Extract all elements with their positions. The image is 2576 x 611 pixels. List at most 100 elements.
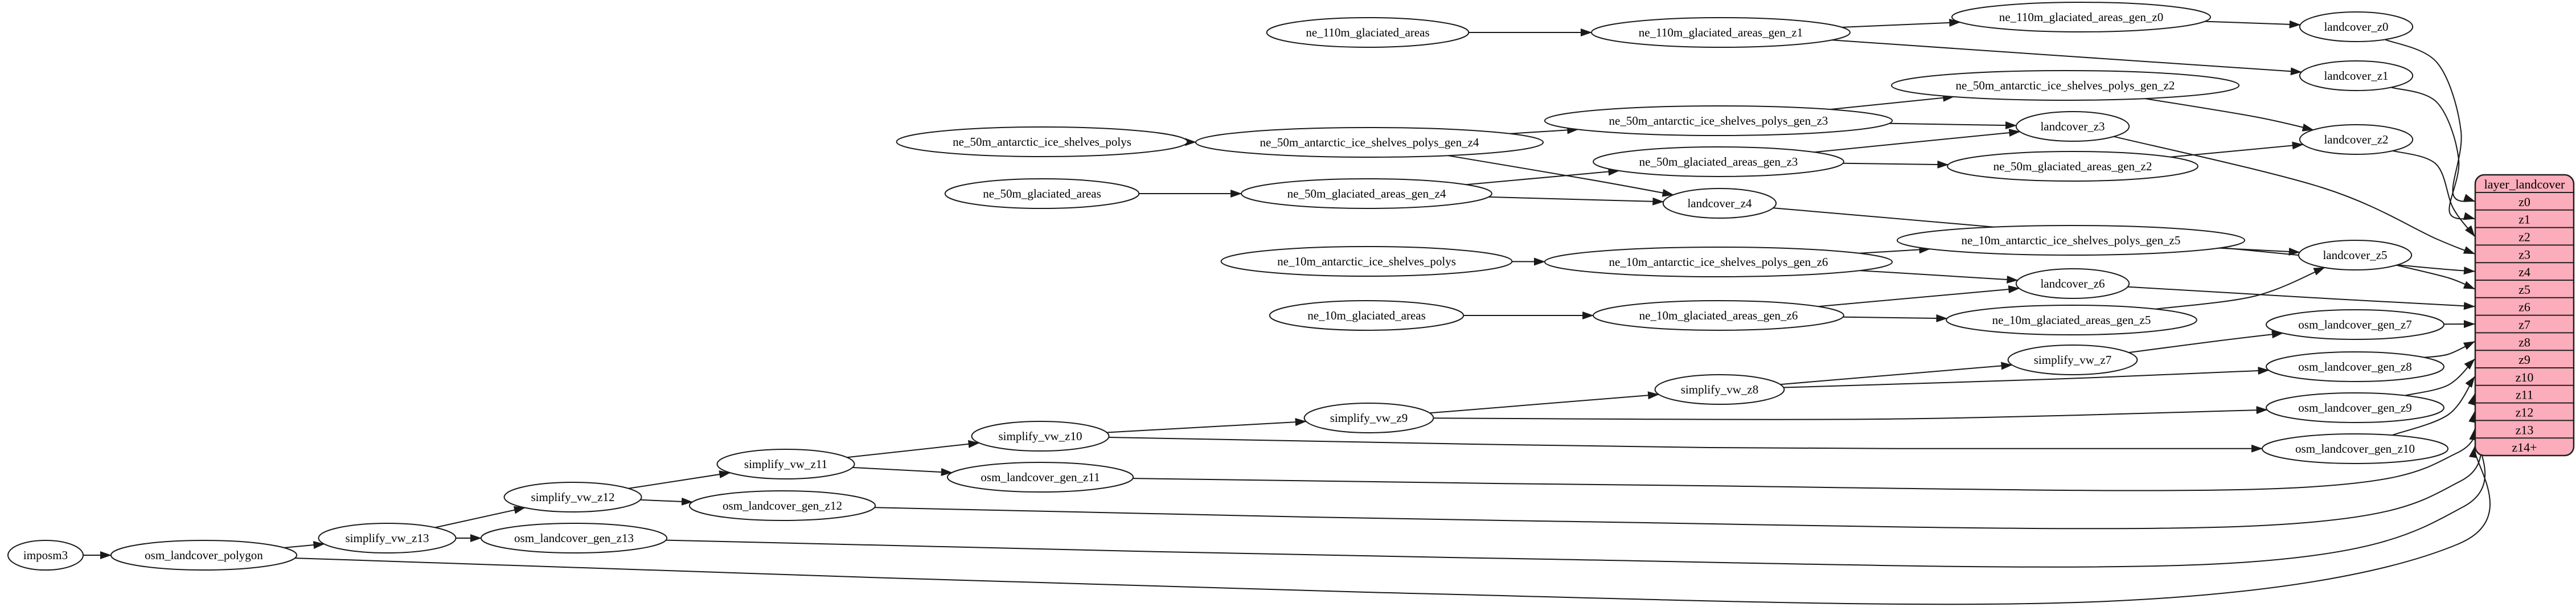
osm_landcover_polygon-label: osm_landcover_polygon [145, 548, 263, 562]
ne_110m_glaciated_areas-label: ne_110m_glaciated_areas [1306, 26, 1429, 39]
osm_landcover_gen_z10-label: osm_landcover_gen_z10 [2295, 442, 2415, 456]
node-osm_landcover_gen_z9: osm_landcover_gen_z9 [2266, 392, 2444, 423]
landcover_z6-label: landcover_z6 [2040, 277, 2105, 290]
node-ne_50m_antarctic_ice_shelves_polys_gen_z4: ne_50m_antarctic_ice_shelves_polys_gen_z… [1195, 127, 1544, 158]
edge-simplify_vw_z9-to-osm_landcover_gen_z9 [1433, 406, 2268, 420]
osm_landcover_gen_z11-label: osm_landcover_gen_z11 [981, 470, 1100, 484]
table-row-z10: z10 [2516, 370, 2534, 384]
edge-osm_landcover_gen_z10-to-layer_landcover-z10 [2392, 376, 2475, 436]
edge-ne_10m_glaciated_areas_gen_z5-to-landcover_z5 [2155, 266, 2325, 310]
ne_10m_glaciated_areas-shape [1269, 300, 1465, 331]
node-simplify_vw_z9: simplify_vw_z9 [1303, 403, 1434, 433]
simplify_vw_z10-shape [971, 421, 1110, 452]
ne_50m_glaciated_areas-label: ne_50m_glaciated_areas [983, 187, 1101, 200]
node-ne_50m_antarctic_ice_shelves_polys: ne_50m_antarctic_ice_shelves_polys [896, 126, 1188, 157]
layer-landcover-table: layer_landcoverz0z1z2z3z4z5z6z7z8z9z10z1… [2474, 174, 2575, 457]
edge-simplify_vw_z13-to-simplify_vw_z12 [434, 506, 526, 528]
node-ne_10m_antarctic_ice_shelves_polys: ne_10m_antarctic_ice_shelves_polys [1220, 246, 1513, 277]
edge-osm_landcover_gen_z13-to-layer_landcover-z13 [666, 428, 2486, 568]
ne_50m_antarctic_ice_shelves_polys_gen_z3-label: ne_50m_antarctic_ice_shelves_polys_gen_z… [1609, 114, 1828, 128]
landcover_z0-label: landcover_z0 [2324, 20, 2388, 34]
table-row-z2: z2 [2518, 230, 2530, 244]
node-landcover_z2: landcover_z2 [2299, 124, 2414, 155]
node-ne_10m_antarctic_ice_shelves_polys_gen_z6: ne_10m_antarctic_ice_shelves_polys_gen_z… [1544, 247, 1893, 277]
edge-ne_110m_glaciated_areas_gen_z1-to-landcover_z1 [1831, 39, 2302, 76]
simplify_vw_z13-shape [318, 523, 457, 553]
node-landcover_z1: landcover_z1 [2299, 60, 2414, 91]
edge-landcover_z1-to-layer_landcover-z1 [2391, 87, 2475, 220]
table-row-z11: z11 [2516, 388, 2533, 402]
ne_50m_glaciated_areas_gen_z3-shape [1593, 146, 1844, 177]
osm_landcover_gen_z8-shape [2266, 351, 2444, 382]
node-simplify_vw_z8: simplify_vw_z8 [1654, 374, 1785, 405]
edge-ne_10m_glaciated_areas_gen_z6-to-landcover_z6 [1818, 285, 2020, 307]
simplify_vw_z8-shape [1654, 374, 1785, 405]
node-ne_110m_glaciated_areas_gen_z1: ne_110m_glaciated_areas_gen_z1 [1591, 17, 1851, 48]
edge-simplify_vw_z8-to-osm_landcover_gen_z8 [1783, 366, 2270, 388]
simplify_vw_z11-shape [716, 449, 855, 479]
node-osm_landcover_polygon: osm_landcover_polygon [110, 540, 298, 571]
ne_10m_antarctic_ice_shelves_polys_gen_z6-label: ne_10m_antarctic_ice_shelves_polys_gen_z… [1609, 255, 1828, 269]
node-ne_50m_glaciated_areas_gen_z3: ne_50m_glaciated_areas_gen_z3 [1593, 146, 1844, 177]
ne_10m_glaciated_areas_gen_z6-shape [1593, 300, 1844, 331]
edge-ne_50m_glaciated_areas_gen_z2-to-landcover_z2 [2170, 141, 2304, 158]
node-osm_landcover_gen_z12: osm_landcover_gen_z12 [688, 490, 876, 521]
edge-ne_50m_glaciated_areas_gen_z4-to-landcover_z4 [1488, 196, 1664, 206]
edge-simplify_vw_z10-to-osm_landcover_gen_z10 [1109, 437, 2263, 453]
ne_50m_antarctic_ice_shelves_polys_gen_z4-shape [1195, 127, 1544, 158]
node-simplify_vw_z12: simplify_vw_z12 [503, 482, 642, 512]
ne_110m_glaciated_areas_gen_z0-label: ne_110m_glaciated_areas_gen_z0 [1999, 10, 2163, 24]
table-row-z12: z12 [2516, 405, 2534, 420]
landcover_z3-shape [2015, 111, 2130, 142]
node-ne_10m_glaciated_areas_gen_z5: ne_10m_glaciated_areas_gen_z5 [1946, 305, 2197, 335]
node-ne_110m_glaciated_areas_gen_z0: ne_110m_glaciated_areas_gen_z0 [1951, 2, 2211, 32]
edge-ne_10m_antarctic_ice_shelves_polys_gen_z6-to-ne_10m_antarctic_ice_shelves_polys_gen_z5 [1859, 245, 1931, 254]
ne_10m_antarctic_ice_shelves_polys-shape [1220, 246, 1513, 277]
simplify_vw_z12-label: simplify_vw_z12 [531, 490, 615, 504]
node-ne_50m_glaciated_areas: ne_50m_glaciated_areas [944, 178, 1140, 209]
edge-osm_landcover_polygon-to-layer_landcover-z14+ [294, 446, 2491, 605]
node-ne_10m_antarctic_ice_shelves_polys_gen_z5: ne_10m_antarctic_ice_shelves_polys_gen_z… [1896, 225, 2246, 256]
simplify_vw_z13-label: simplify_vw_z13 [346, 531, 429, 545]
landcover_z2-label: landcover_z2 [2324, 133, 2388, 146]
node-landcover_z0: landcover_z0 [2299, 11, 2414, 42]
landcover_z4-shape [1662, 188, 1777, 219]
ne_50m_glaciated_areas-shape [944, 178, 1140, 209]
nodes-layer: imposm3 osm_landcover_polygon simplify_vw_… [7, 2, 2449, 571]
node-osm_landcover_gen_z8: osm_landcover_gen_z8 [2266, 351, 2444, 382]
edge-simplify_vw_z7-to-osm_landcover_gen_z7 [2128, 330, 2283, 354]
ne_110m_glaciated_areas-shape [1266, 17, 1470, 48]
edge-simplify_vw_z11-to-osm_landcover_gen_z11 [852, 467, 953, 477]
osm_landcover_gen_z8-label: osm_landcover_gen_z8 [2298, 360, 2411, 374]
ne_50m_glaciated_areas_gen_z3-label: ne_50m_glaciated_areas_gen_z3 [1639, 155, 1798, 169]
edge-osm_landcover_gen_z11-to-layer_landcover-z11 [1133, 393, 2478, 491]
node-ne_50m_glaciated_areas_gen_z2: ne_50m_glaciated_areas_gen_z2 [1947, 151, 2198, 182]
osm_landcover_polygon-shape [110, 540, 298, 571]
node-landcover_z5: landcover_z5 [2298, 240, 2413, 270]
table-row-z6: z6 [2518, 300, 2530, 314]
edge-simplify_vw_z11-to-simplify_vw_z10 [847, 440, 980, 458]
node-osm_landcover_gen_z7: osm_landcover_gen_z7 [2266, 309, 2444, 340]
osm_landcover_gen_z13-label: osm_landcover_gen_z13 [514, 531, 634, 545]
ne_50m_glaciated_areas_gen_z2-label: ne_50m_glaciated_areas_gen_z2 [1993, 159, 2152, 173]
node-osm_landcover_gen_z11: osm_landcover_gen_z11 [946, 462, 1134, 493]
landcover_z5-label: landcover_z5 [2323, 248, 2387, 262]
landcover_z4-label: landcover_z4 [1687, 196, 1752, 210]
table-row-z0: z0 [2518, 195, 2530, 209]
ne_50m_antarctic_ice_shelves_polys_gen_z2-shape [1890, 70, 2240, 101]
edge-ne_50m_antarctic_ice_shelves_polys_gen_z4-to-landcover_z4 [1447, 155, 1674, 197]
node-landcover_z6: landcover_z6 [2015, 268, 2130, 299]
osm_landcover_gen_z13-shape [480, 523, 668, 553]
ne_50m_antarctic_ice_shelves_polys_gen_z3-shape [1544, 105, 1893, 136]
ne_10m_glaciated_areas_gen_z5-label: ne_10m_glaciated_areas_gen_z5 [1992, 313, 2151, 327]
ne_10m_antarctic_ice_shelves_polys_gen_z5-shape [1896, 225, 2246, 256]
edge-ne_10m_glaciated_areas_gen_z6-to-ne_10m_glaciated_areas_gen_z5 [1843, 314, 1948, 322]
landcover_z0-shape [2299, 11, 2414, 42]
simplify_vw_z9-label: simplify_vw_z9 [1330, 411, 1408, 425]
edge-osm_landcover_polygon-to-simplify_vw_z13 [284, 541, 325, 550]
edge-simplify_vw_z12-to-simplify_vw_z11 [628, 470, 731, 489]
landcover_z3-label: landcover_z3 [2040, 120, 2105, 133]
osm_landcover_gen_z9-label: osm_landcover_gen_z9 [2298, 401, 2411, 415]
node-simplify_vw_z7: simplify_vw_z7 [2007, 345, 2138, 375]
imposm3-label: imposm3 [23, 548, 68, 562]
